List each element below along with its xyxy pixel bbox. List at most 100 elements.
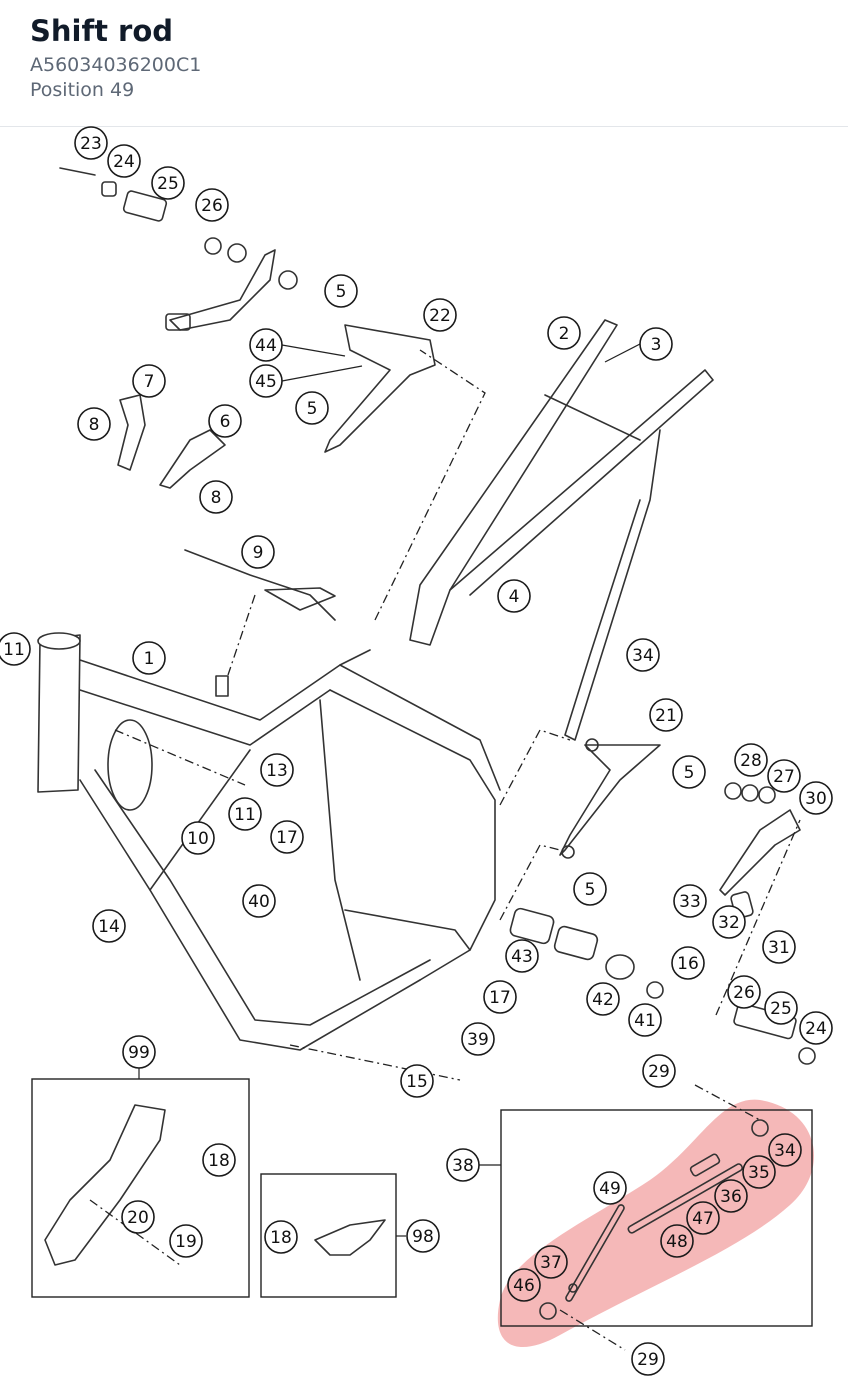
callout-34[interactable]: 34	[626, 638, 660, 672]
callout-label: 24	[113, 152, 135, 172]
callout-label: 40	[248, 892, 270, 912]
page-title: Shift rod	[30, 14, 174, 48]
footpeg-bracket	[324, 324, 436, 453]
callout-3[interactable]: 3	[639, 327, 673, 361]
callout-5[interactable]: 5	[324, 274, 358, 308]
callout-circle	[483, 980, 517, 1014]
callout-16[interactable]: 16	[671, 946, 705, 980]
callout-17[interactable]: 17	[270, 820, 304, 854]
callout-2[interactable]: 2	[547, 316, 581, 350]
callout-label: 41	[634, 1011, 656, 1031]
callout-1[interactable]: 1	[132, 641, 166, 675]
callout-28[interactable]: 28	[734, 743, 768, 777]
callout-circle	[270, 820, 304, 854]
callout-19[interactable]: 19	[169, 1224, 203, 1258]
callout-label: 25	[770, 999, 792, 1019]
callout-26[interactable]: 26	[727, 975, 761, 1009]
callout-37[interactable]: 37	[534, 1245, 568, 1279]
callout-24[interactable]: 24	[799, 1011, 833, 1045]
callout-11[interactable]: 11	[0, 632, 31, 666]
callout-30[interactable]: 30	[799, 781, 833, 815]
callout-32[interactable]: 32	[712, 905, 746, 939]
callout-circle	[686, 1201, 720, 1235]
callout-49[interactable]: 49	[593, 1171, 627, 1205]
callout-11[interactable]: 11	[228, 797, 262, 831]
callout-23[interactable]: 23	[74, 126, 108, 160]
callout-circle	[734, 743, 768, 777]
page-header: Shift rod A56034036200C1 Position 49	[0, 0, 848, 127]
callout-6[interactable]: 6	[208, 404, 242, 438]
callout-circle	[446, 1148, 480, 1182]
callout-label: 11	[234, 805, 256, 825]
callout-31[interactable]: 31	[762, 930, 796, 964]
kit-98-footrest	[314, 1219, 386, 1256]
callout-18[interactable]: 18	[202, 1143, 236, 1177]
callout-label: 24	[805, 1019, 827, 1039]
callout-33[interactable]: 33	[673, 884, 707, 918]
callout-35[interactable]: 35	[742, 1155, 776, 1189]
callout-25[interactable]: 25	[764, 991, 798, 1025]
callout-label: 23	[80, 134, 102, 154]
callout-42[interactable]: 42	[586, 982, 620, 1016]
callout-5[interactable]: 5	[672, 755, 706, 789]
callout-27[interactable]: 27	[767, 759, 801, 793]
callout-4[interactable]: 4	[497, 579, 531, 613]
callout-8[interactable]: 8	[77, 407, 111, 441]
callout-circle	[586, 982, 620, 1016]
callout-label: 31	[768, 938, 790, 958]
footrest-right	[159, 429, 226, 489]
callout-44[interactable]: 44	[249, 328, 283, 362]
callout-43[interactable]: 43	[505, 939, 539, 973]
callout-circle	[241, 535, 275, 569]
callout-label: 5	[336, 282, 347, 302]
callout-circle	[208, 404, 242, 438]
callout-15[interactable]: 15	[400, 1064, 434, 1098]
callout-circle	[672, 755, 706, 789]
callout-99[interactable]: 99	[122, 1035, 156, 1069]
pivot-sleeves	[509, 907, 664, 999]
callout-39[interactable]: 39	[461, 1022, 495, 1056]
callout-label: 33	[679, 892, 701, 912]
callout-45[interactable]: 45	[249, 364, 283, 398]
callout-40[interactable]: 40	[242, 884, 276, 918]
callout-36[interactable]: 36	[714, 1179, 748, 1213]
callout-label: 19	[175, 1232, 197, 1252]
callout-9[interactable]: 9	[241, 535, 275, 569]
callout-48[interactable]: 48	[660, 1224, 694, 1258]
brake-pedal	[169, 249, 276, 331]
callout-5[interactable]: 5	[295, 391, 329, 425]
callout-29[interactable]: 29	[631, 1342, 665, 1376]
callout-26[interactable]: 26	[195, 188, 229, 222]
callout-29[interactable]: 29	[642, 1054, 676, 1088]
callout-46[interactable]: 46	[507, 1268, 541, 1302]
callout-circle	[181, 821, 215, 855]
callout-7[interactable]: 7	[132, 364, 166, 398]
callout-14[interactable]: 14	[92, 909, 126, 943]
callout-5[interactable]: 5	[573, 872, 607, 906]
callout-38[interactable]: 38	[446, 1148, 480, 1182]
callout-34[interactable]: 34	[768, 1133, 802, 1167]
callout-41[interactable]: 41	[628, 1003, 662, 1037]
callout-18[interactable]: 18	[264, 1220, 298, 1254]
callout-24[interactable]: 24	[107, 144, 141, 178]
callout-circle	[673, 884, 707, 918]
callout-circle	[74, 126, 108, 160]
callout-circle	[727, 975, 761, 1009]
callout-98[interactable]: 98	[406, 1219, 440, 1253]
callout-25[interactable]: 25	[151, 166, 185, 200]
connection-line-6	[694, 1084, 761, 1121]
callout-label: 18	[208, 1151, 230, 1171]
callout-circle	[628, 1003, 662, 1037]
callout-8[interactable]: 8	[199, 480, 233, 514]
callout-22[interactable]: 22	[423, 298, 457, 332]
callout-circle	[92, 909, 126, 943]
callout-10[interactable]: 10	[181, 821, 215, 855]
callout-label: 5	[684, 763, 695, 783]
callout-17[interactable]: 17	[483, 980, 517, 1014]
callout-circle	[260, 753, 294, 787]
wiring-plug	[264, 587, 336, 611]
callout-13[interactable]: 13	[260, 753, 294, 787]
callout-20[interactable]: 20	[121, 1200, 155, 1234]
callout-47[interactable]: 47	[686, 1201, 720, 1235]
callout-21[interactable]: 21	[649, 698, 683, 732]
